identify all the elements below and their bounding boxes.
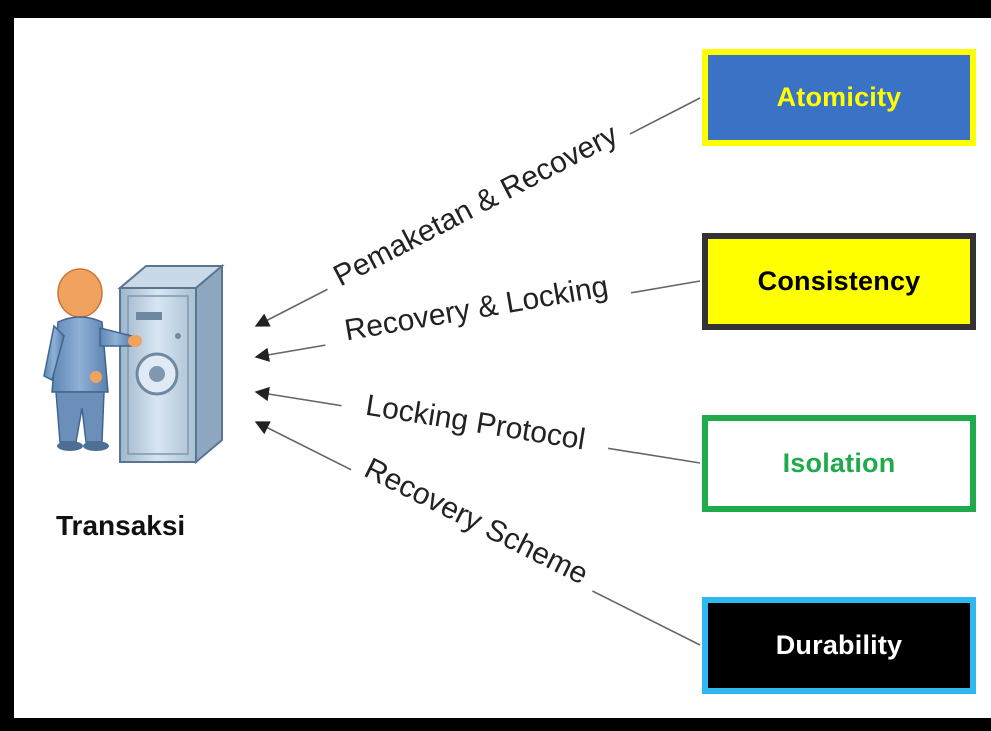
edge-label-consistency: Recovery & Locking: [342, 270, 611, 347]
edge-label-atomicity: Pemaketan & Recovery: [328, 118, 623, 293]
edge-label-durability: Recovery Scheme: [359, 452, 593, 591]
property-box-isolation: Isolation: [702, 415, 976, 512]
edge-label-isolation: Locking Protocol: [363, 389, 587, 457]
property-box-consistency: Consistency: [702, 233, 976, 330]
actor-label: Transaksi: [56, 510, 186, 541]
person-at-safe-icon: [43, 263, 225, 465]
safe-icon: [117, 263, 225, 465]
property-box-atomicity: Atomicity: [702, 49, 976, 146]
person-icon: [43, 268, 142, 451]
property-box-durability: Durability: [702, 597, 976, 694]
